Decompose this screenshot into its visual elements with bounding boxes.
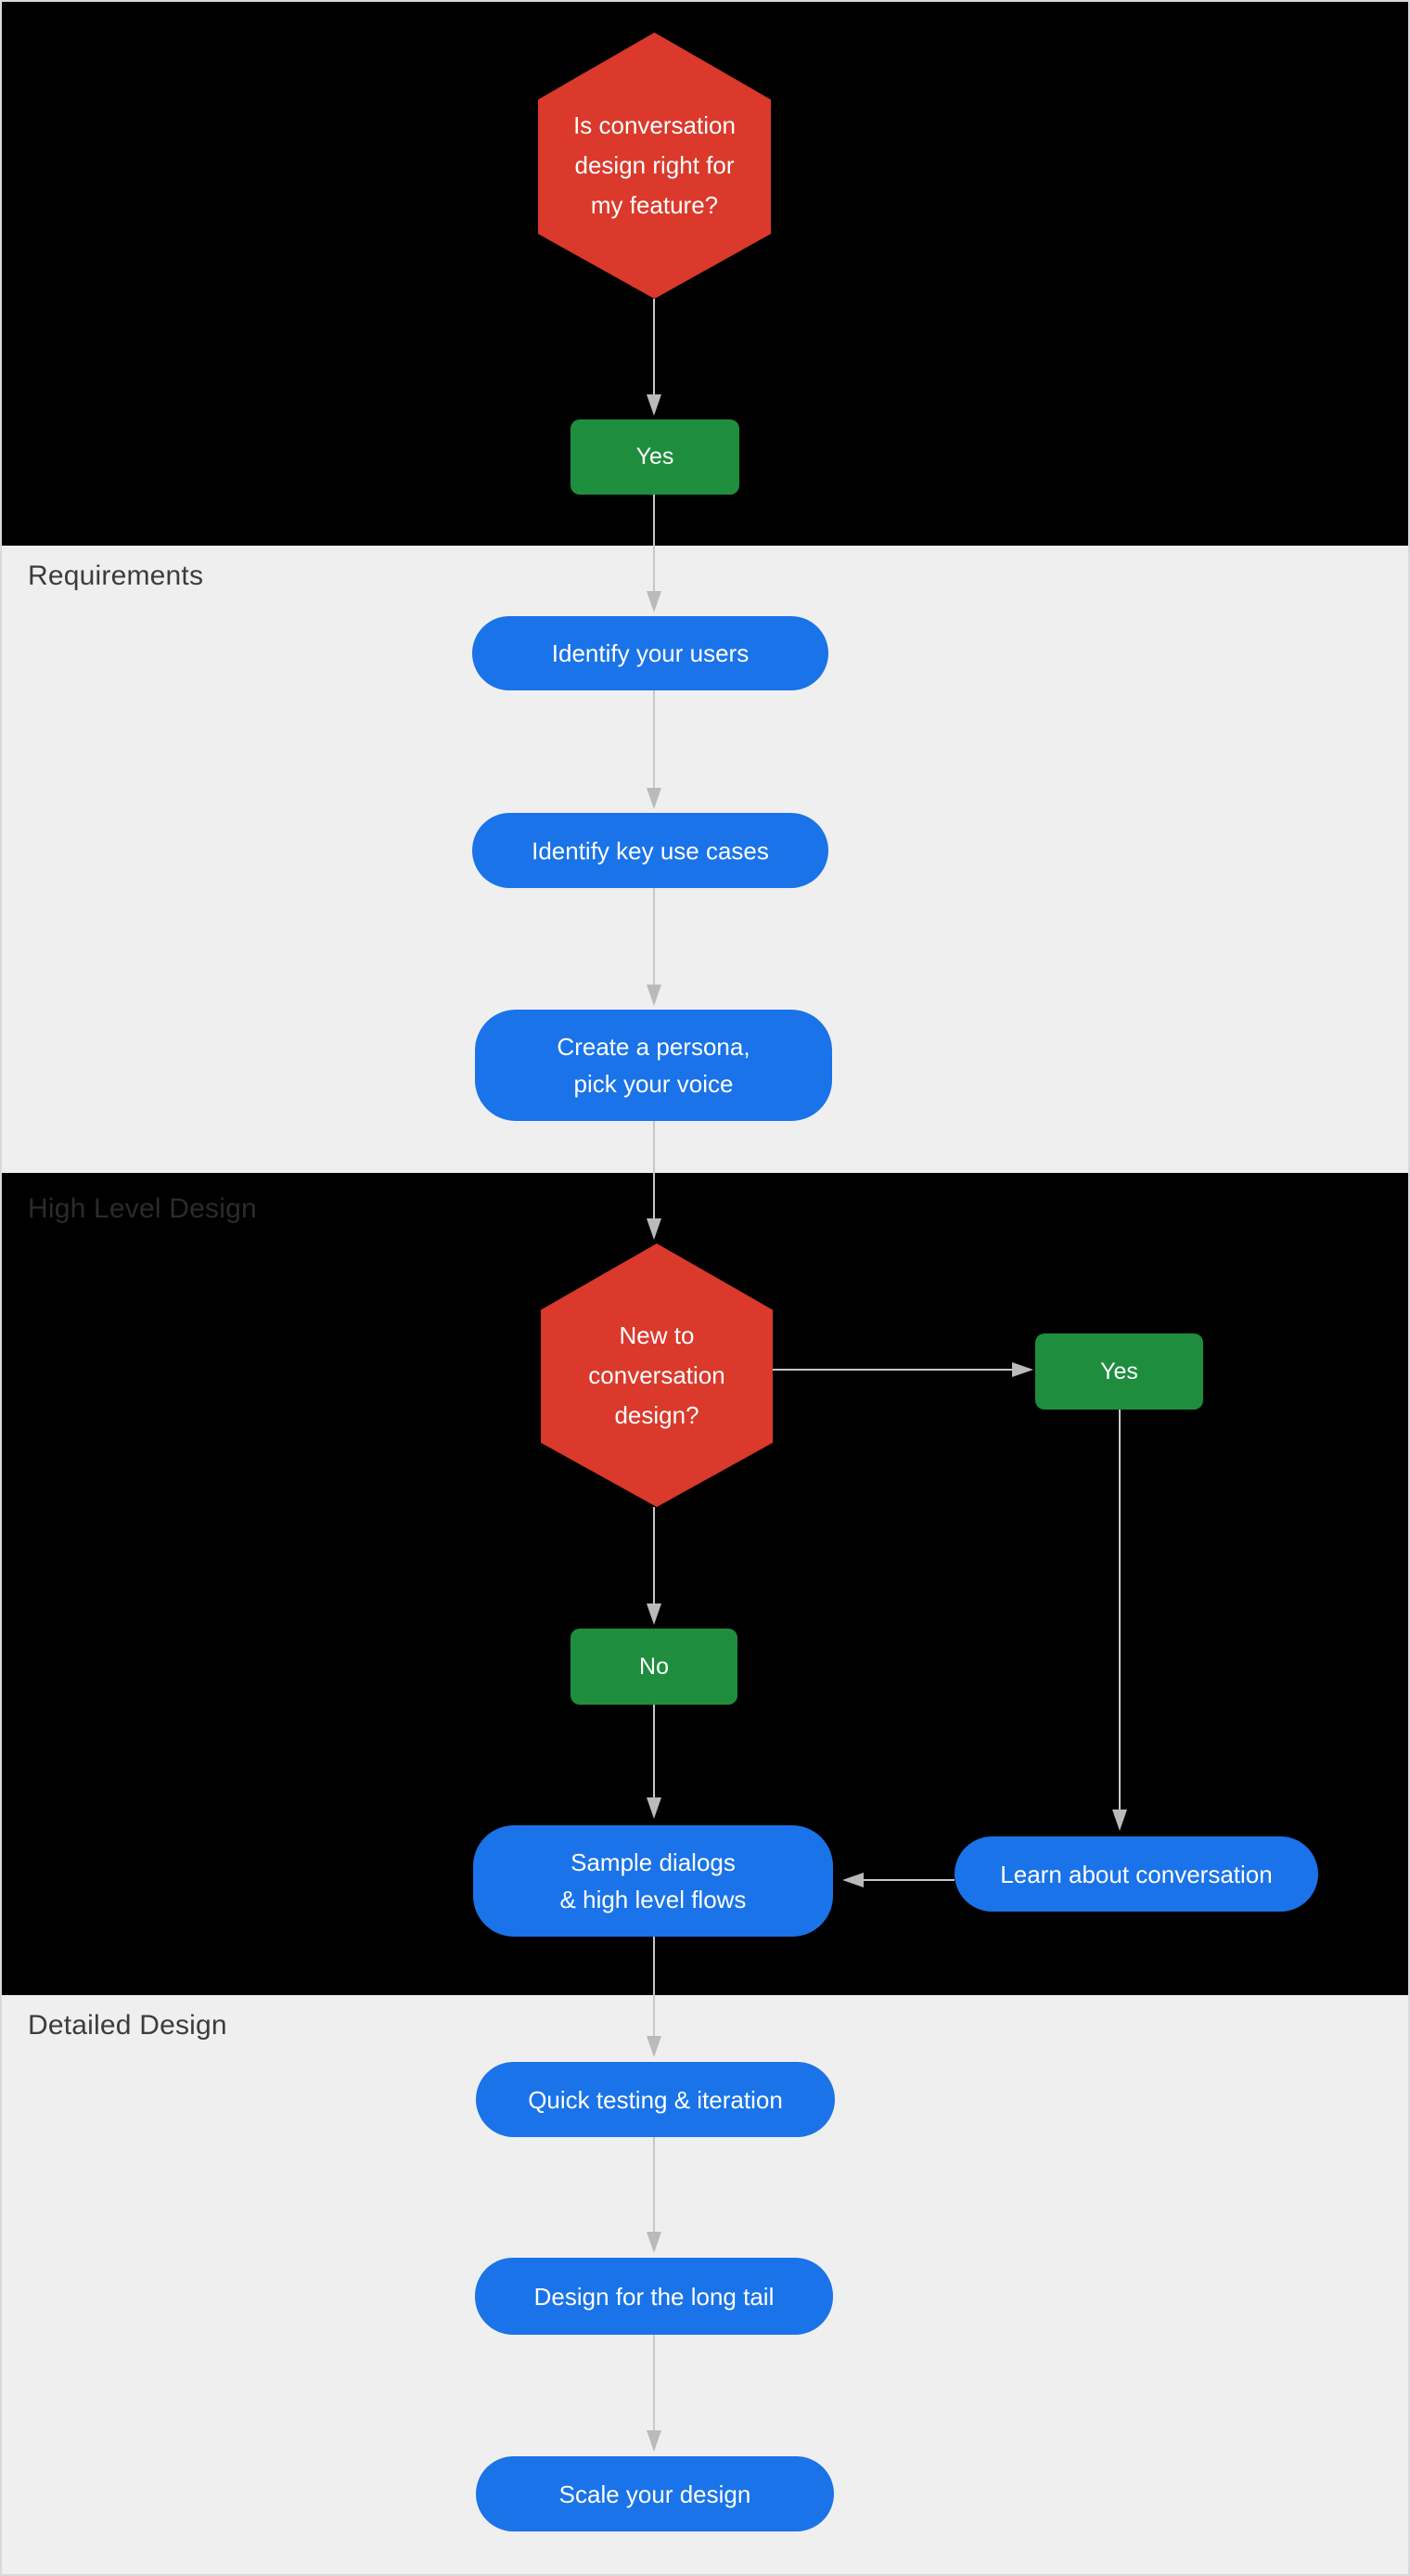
arrow-down-icon (647, 2036, 661, 2057)
node-label: Quick testing & iteration (528, 2085, 783, 2114)
decision-line: design right for (574, 151, 735, 179)
arrow-line (653, 2137, 655, 2232)
arrow-line (653, 888, 655, 985)
arrow-down-icon (647, 2232, 661, 2253)
arrow-line (653, 1705, 655, 1797)
high-level-design-section-label: High Level Design (28, 1193, 257, 1224)
arrow-left-icon (842, 1873, 864, 1887)
arrow-down-icon (647, 591, 661, 612)
arrow-right-icon (1012, 1362, 1033, 1377)
arrow-line (1119, 1410, 1121, 1810)
node-yes-1[interactable]: Yes (570, 419, 739, 495)
decision-line: conversation (588, 1360, 725, 1389)
arrow-down-icon (647, 1797, 661, 1819)
arrow-line (653, 1507, 655, 1604)
arrow-line (653, 1937, 655, 2036)
arrow-down-icon (647, 1604, 661, 1625)
detailed-design-section-label: Detailed Design (28, 2010, 227, 2041)
node-line: & high level flows (559, 1886, 747, 1913)
node-line: Create a persona, (557, 1033, 750, 1061)
node-create-persona-pick-voice[interactable]: Create a persona, pick your voice (475, 1010, 832, 1121)
arrow-line (773, 1369, 1012, 1371)
arrow-line (653, 495, 655, 591)
node-label: Learn about conversation (1000, 1860, 1273, 1888)
node-line: Sample dialogs (570, 1848, 736, 1876)
node-label: Yes (1100, 1358, 1138, 1385)
arrow-line (864, 1879, 955, 1881)
node-sample-dialogs-high-level-flows[interactable]: Sample dialogs & high level flows (473, 1825, 833, 1937)
arrow-down-icon (1112, 1810, 1127, 1831)
node-design-for-the-long-tail[interactable]: Design for the long tail (475, 2258, 833, 2335)
arrow-down-icon (647, 394, 661, 416)
decision-line: New to (619, 1320, 695, 1349)
node-label: Identify key use cases (532, 836, 769, 865)
arrow-down-icon (647, 1218, 661, 1240)
node-label: Yes (635, 444, 674, 470)
node-scale-your-design[interactable]: Scale your design (476, 2456, 834, 2531)
node-line: pick your voice (573, 1070, 734, 1098)
node-identify-key-use-cases[interactable]: Identify key use cases (472, 813, 828, 888)
decision-line: design? (614, 1400, 699, 1429)
node-label: Identify your users (551, 639, 750, 667)
node-label: No (639, 1653, 669, 1680)
node-quick-testing-iteration[interactable]: Quick testing & iteration (476, 2062, 835, 2137)
node-yes-2[interactable]: Yes (1035, 1333, 1203, 1410)
node-identify-your-users[interactable]: Identify your users (472, 616, 828, 690)
requirements-section-label: Requirements (28, 560, 204, 591)
decision-line: Is conversation (573, 111, 736, 139)
arrow-line (653, 690, 655, 788)
arrow-down-icon (647, 788, 661, 809)
arrow-line (653, 2335, 655, 2430)
arrow-line (653, 299, 655, 394)
decision-line: my feature? (590, 191, 719, 219)
arrow-line (653, 1121, 655, 1218)
node-no[interactable]: No (570, 1629, 737, 1705)
node-label: Scale your design (558, 2479, 751, 2508)
arrow-down-icon (647, 985, 661, 1006)
arrow-down-icon (647, 2430, 661, 2452)
node-label: Design for the long tail (533, 2282, 775, 2311)
node-learn-about-conversation[interactable]: Learn about conversation (955, 1836, 1318, 1912)
